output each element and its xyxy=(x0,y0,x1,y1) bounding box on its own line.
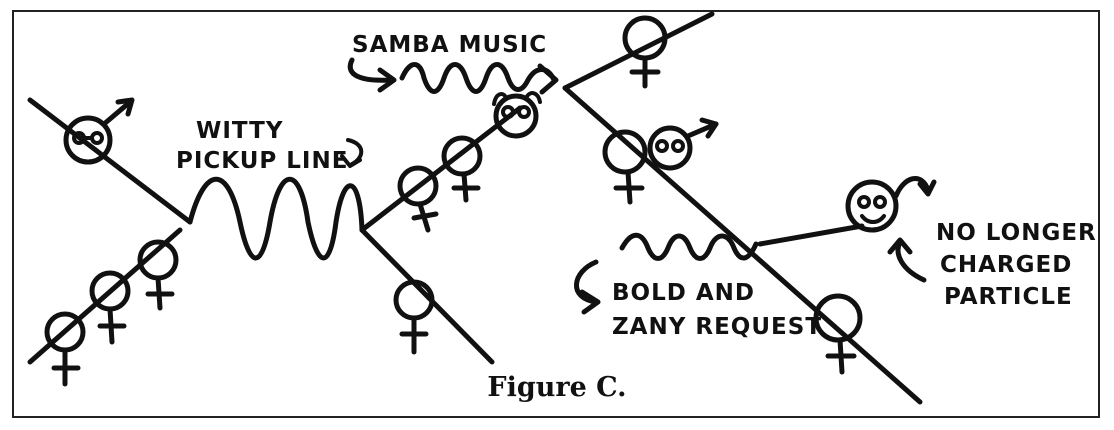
wavy-line-bold-zany xyxy=(619,232,759,261)
bold-zany-arrowhead xyxy=(579,289,601,315)
female-figure-left-3 xyxy=(137,239,179,311)
bold-zany-lead-arrow xyxy=(574,259,599,305)
charged-particle-pointer-arrow xyxy=(895,239,927,283)
female-figure-top-right xyxy=(622,15,668,89)
witty-arrowhead xyxy=(340,154,362,168)
label-bold-and: BOLD AND xyxy=(612,280,755,306)
male-figure-top-left xyxy=(63,97,135,165)
male-figure-right-pair xyxy=(647,117,719,171)
label-samba-music: SAMBA MUSIC xyxy=(352,32,547,58)
female-figure-middle-bottom xyxy=(393,279,435,355)
label-particle: PARTICLE xyxy=(944,284,1073,310)
female-figure-left-1 xyxy=(44,311,86,387)
charged-particle-arrowhead xyxy=(887,237,913,255)
label-no-longer: NO LONGER xyxy=(936,220,1097,246)
female-figure-right-pair xyxy=(602,129,648,205)
samba-lead-arrowhead xyxy=(377,67,397,93)
middle-vertex-lines xyxy=(359,105,523,365)
figure-caption: Figure C. xyxy=(487,372,627,403)
wavy-line-witty-pickup xyxy=(187,176,365,261)
female-figure-middle-2 xyxy=(441,135,483,203)
bold-zany-to-particle xyxy=(757,223,865,247)
samba-lead-arrow xyxy=(347,57,395,83)
label-charged: CHARGED xyxy=(940,252,1072,278)
right-vertex-lines xyxy=(562,11,923,405)
female-figure-middle-1 xyxy=(397,165,439,233)
female-figure-left-2 xyxy=(89,270,131,345)
female-figure-bottom-right xyxy=(813,293,863,375)
left-vertex-lines xyxy=(27,97,193,365)
label-witty: WITTY xyxy=(196,118,284,144)
wavy-line-samba-music xyxy=(399,62,557,94)
samba-arrowhead xyxy=(537,63,559,95)
label-pickup-line: PICKUP LINE xyxy=(176,148,348,174)
female-curly-figure-middle-top xyxy=(492,91,542,139)
smiling-particle-figure xyxy=(845,176,937,233)
label-zany-request: ZANY REQUEST xyxy=(612,314,822,340)
